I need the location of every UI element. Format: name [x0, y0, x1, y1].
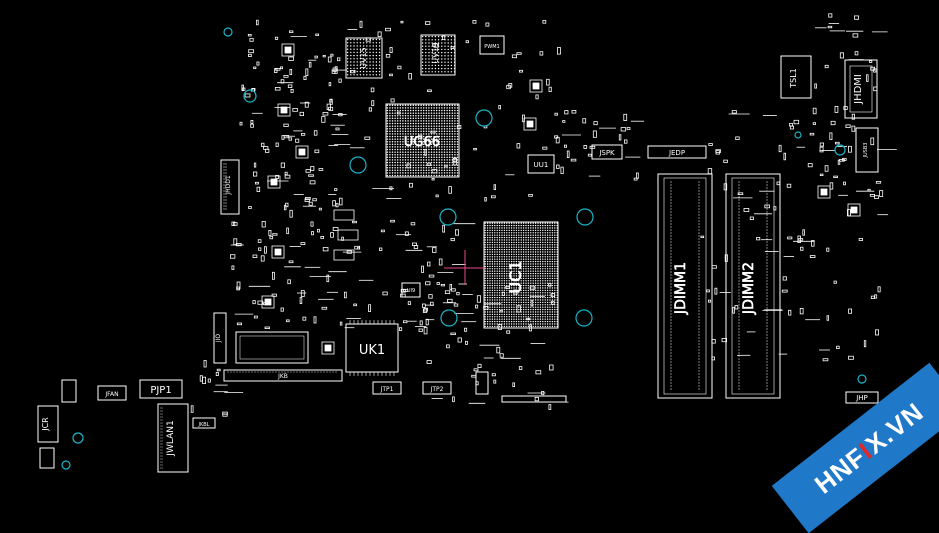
- jkbl-connector[interactable]: JKBL: [192, 417, 216, 429]
- jtp2-connector[interactable]: JTP2: [422, 381, 452, 395]
- mounting-hole: [834, 144, 846, 156]
- dimm1-label: JDIMM1: [673, 262, 689, 315]
- mounting-hole: [349, 156, 367, 174]
- jio-label: JIO: [215, 334, 222, 344]
- dimm1-slot[interactable]: JDIMM1: [657, 173, 713, 399]
- mounting-hole: [794, 131, 802, 139]
- ui9-label: UI9: [407, 288, 415, 294]
- jwlan1-connector[interactable]: JWLAN1: [157, 403, 189, 473]
- mounting-hole: [439, 208, 457, 226]
- fpc-connector: [501, 395, 567, 403]
- jhdmi-label: JHDMI: [853, 74, 864, 105]
- jhdd1-label: JHDD1: [225, 175, 232, 196]
- mounting-hole: [857, 374, 867, 384]
- mounting-holes: [61, 27, 867, 470]
- mounting-hole: [575, 309, 593, 327]
- small-connector: [61, 379, 77, 403]
- pjp1-label: PJP1: [150, 385, 171, 396]
- jedp-label: JEDP: [668, 149, 685, 157]
- uv19-chip[interactable]: UV19: [420, 34, 456, 76]
- jkbl-label: JKBL: [198, 422, 210, 428]
- jtp1-label: JTP1: [380, 386, 394, 393]
- pch-bga-chip[interactable]: UG66: [385, 103, 460, 178]
- pwm1-label: PWM1: [484, 44, 499, 50]
- dimm2-label: JDIMM2: [741, 262, 757, 315]
- small-connector: [39, 447, 55, 469]
- jio-connector[interactable]: JIO: [213, 312, 227, 364]
- dimm2-slot[interactable]: JDIMM2: [725, 173, 781, 399]
- uk1-chip[interactable]: UK1: [345, 320, 399, 376]
- pjp1-connector[interactable]: PJP1: [139, 379, 183, 399]
- cpu-bga-chip[interactable]: UC1: [444, 221, 559, 329]
- mounting-hole: [475, 109, 493, 127]
- jcr-label: JCR: [41, 417, 50, 432]
- pch-label: UG66: [404, 135, 440, 150]
- jfan-connector[interactable]: JFAN: [97, 385, 127, 401]
- ui9-chip[interactable]: UI9: [401, 282, 421, 298]
- small-connector: [475, 371, 489, 395]
- mounting-hole: [440, 309, 458, 327]
- jusb3-label: JUSB3: [863, 143, 869, 159]
- jhp-connector[interactable]: JHP: [845, 391, 879, 404]
- uv15-chip[interactable]: UV15: [345, 37, 383, 79]
- jtp2-label: JTP2: [430, 386, 444, 393]
- uk1-label: UK1: [359, 343, 385, 358]
- tsl1-label: TSL1: [789, 68, 798, 89]
- jssd-connector[interactable]: [235, 331, 309, 364]
- pcb-boardview: UV15 UV19 PWM1 UG66 UU1 JSPK JEDP UC1: [37, 13, 897, 473]
- jspk-label: JSPK: [598, 149, 615, 157]
- mounting-hole: [61, 460, 71, 470]
- jedp-connector[interactable]: JEDP: [647, 145, 707, 159]
- mounting-hole: [576, 208, 594, 226]
- uu1-chip[interactable]: UU1: [527, 154, 555, 174]
- jfan-label: JFAN: [104, 391, 118, 398]
- mounting-hole: [243, 89, 257, 103]
- uv19-label: UV19: [431, 42, 440, 64]
- jhp-label: JHP: [855, 394, 868, 402]
- jspk-connector[interactable]: JSPK: [591, 144, 623, 160]
- jusb3-connector[interactable]: JUSB3: [855, 127, 879, 173]
- cpu-label: UC1: [506, 260, 525, 293]
- jkb-connector[interactable]: JKB: [223, 369, 343, 382]
- jhdmi-connector[interactable]: JHDMI: [844, 59, 878, 119]
- jtp1-connector[interactable]: JTP1: [372, 381, 402, 395]
- tsl1-chip[interactable]: TSL1: [780, 55, 812, 99]
- mounting-hole: [72, 432, 84, 444]
- jhdd1-connector[interactable]: JHDD1: [220, 159, 240, 215]
- uv15-label: UV15: [359, 47, 368, 69]
- uu1-label: UU1: [534, 161, 549, 169]
- jwlan1-label: JWLAN1: [166, 420, 176, 456]
- jcr-connector[interactable]: JCR: [37, 405, 59, 443]
- pwm1-chip[interactable]: PWM1: [479, 35, 505, 55]
- mounting-hole: [223, 27, 233, 37]
- jkb-label: JKB: [277, 373, 288, 380]
